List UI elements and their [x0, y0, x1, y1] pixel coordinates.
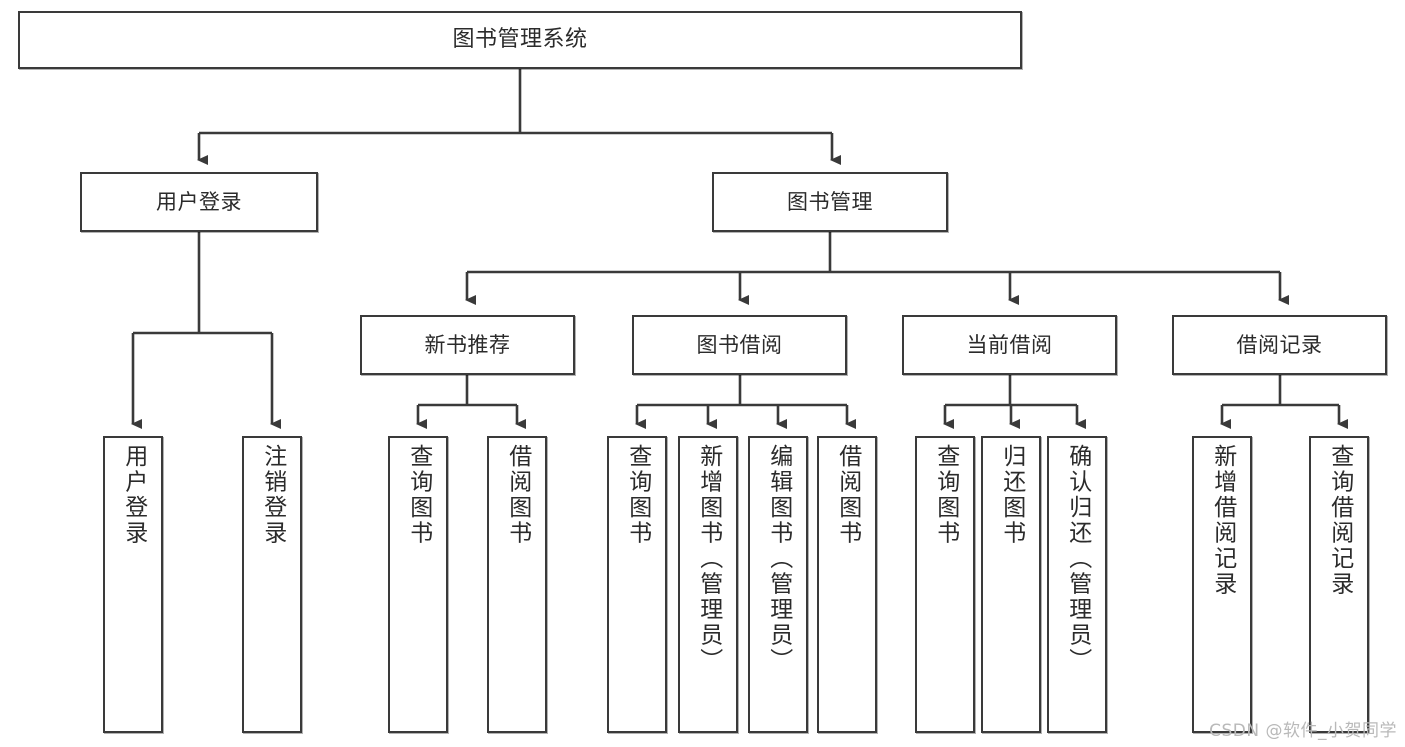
csdn-watermark: CSDN @软件_小贺同学: [1209, 721, 1397, 741]
node-label: 新增借阅记录: [1209, 444, 1236, 597]
node-label: 借阅记录: [1236, 332, 1323, 357]
node-label: 查询借阅记录: [1326, 444, 1353, 597]
leaf-user-login[interactable]: 用户登录: [103, 436, 163, 733]
leaf-query-book-current[interactable]: 查询图书: [915, 436, 975, 733]
node-label: 当前借阅: [966, 332, 1053, 357]
node-book-management[interactable]: 图书管理: [712, 172, 948, 232]
node-label: 新书推荐: [424, 332, 511, 357]
node-book-borrow[interactable]: 图书借阅: [632, 315, 847, 375]
node-label: 图书管理: [787, 189, 873, 214]
node-new-book-recommend[interactable]: 新书推荐: [360, 315, 575, 375]
node-label: 归还图书: [998, 444, 1025, 546]
node-label: 编辑图书（管理员）: [765, 444, 792, 674]
leaf-return-book[interactable]: 归还图书: [981, 436, 1041, 733]
node-user-login[interactable]: 用户登录: [80, 172, 318, 232]
node-label: 确认归还（管理员）: [1064, 444, 1091, 674]
leaf-borrow-book[interactable]: 借阅图书: [817, 436, 877, 733]
node-label: 用户登录: [120, 444, 147, 546]
node-current-borrow[interactable]: 当前借阅: [902, 315, 1117, 375]
leaf-add-book-admin[interactable]: 新增图书（管理员）: [678, 436, 738, 733]
node-label: 注销登录: [259, 444, 286, 546]
leaf-confirm-return-admin[interactable]: 确认归还（管理员）: [1047, 436, 1107, 733]
node-label: 用户登录: [156, 189, 242, 214]
leaf-edit-book-admin[interactable]: 编辑图书（管理员）: [748, 436, 808, 733]
leaf-query-book-newbook[interactable]: 查询图书: [388, 436, 448, 733]
node-label: 图书借阅: [696, 332, 783, 357]
leaf-query-book-borrow[interactable]: 查询图书: [607, 436, 667, 733]
leaf-borrow-book-newbook[interactable]: 借阅图书: [487, 436, 547, 733]
node-root-system[interactable]: 图书管理系统: [18, 11, 1022, 69]
node-label: 图书管理系统: [452, 26, 588, 52]
node-borrow-records[interactable]: 借阅记录: [1172, 315, 1387, 375]
node-label: 借阅图书: [504, 444, 531, 546]
node-label: 借阅图书: [834, 444, 861, 546]
leaf-user-logout[interactable]: 注销登录: [242, 436, 302, 733]
leaf-query-borrow-record[interactable]: 查询借阅记录: [1309, 436, 1369, 733]
leaf-add-borrow-record[interactable]: 新增借阅记录: [1192, 436, 1252, 733]
node-label: 新增图书（管理员）: [695, 444, 722, 674]
node-label: 查询图书: [405, 444, 432, 546]
node-label: 查询图书: [624, 444, 651, 546]
node-label: 查询图书: [932, 444, 959, 546]
